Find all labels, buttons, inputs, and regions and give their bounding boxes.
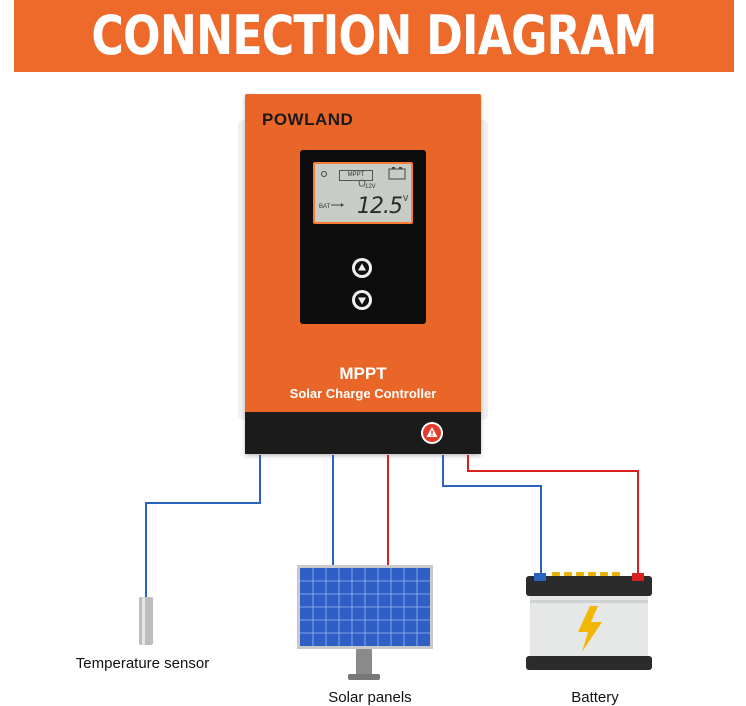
solar-panel-icon bbox=[297, 565, 433, 680]
brand-logo: POWLAND bbox=[262, 110, 354, 129]
battery-icon bbox=[526, 572, 652, 670]
arrow-down-icon bbox=[355, 293, 369, 307]
temperature-sensor-probe bbox=[139, 597, 153, 645]
lcd-mode-indicator: MPPT bbox=[339, 170, 373, 181]
terminal-cover bbox=[245, 412, 481, 454]
lcd-battery-label: BAT bbox=[319, 204, 331, 210]
warning-icon bbox=[421, 422, 443, 444]
model-label: MPPT bbox=[339, 364, 387, 383]
lcd-unit: V bbox=[403, 194, 409, 203]
up-button[interactable] bbox=[352, 258, 372, 278]
arrow-up-icon bbox=[355, 261, 369, 275]
temperature-sensor-label: Temperature sensor bbox=[75, 655, 210, 672]
control-panel: MPPT 12V BAT 12.5 V bbox=[300, 150, 426, 324]
solar-panels-label: Solar panels bbox=[328, 689, 412, 706]
lcd-voltage-reading: 12.5 bbox=[357, 194, 403, 219]
battery-negative-wire bbox=[442, 455, 542, 578]
down-button[interactable] bbox=[352, 290, 372, 310]
sensor-wire bbox=[145, 455, 261, 598]
diagram-title: CONNECTION DIAGRAM bbox=[91, 4, 657, 67]
lcd-system-voltage: 12V bbox=[365, 184, 376, 190]
battery-positive-wire bbox=[467, 455, 639, 578]
title-banner: CONNECTION DIAGRAM bbox=[14, 0, 734, 72]
lcd-display: MPPT 12V BAT 12.5 V bbox=[313, 162, 413, 224]
product-subtitle: Solar Charge Controller bbox=[289, 386, 437, 401]
charge-controller: POWLAND MPPT 12V BAT 12.5 V bbox=[245, 94, 481, 454]
battery-label: Battery bbox=[571, 689, 619, 706]
